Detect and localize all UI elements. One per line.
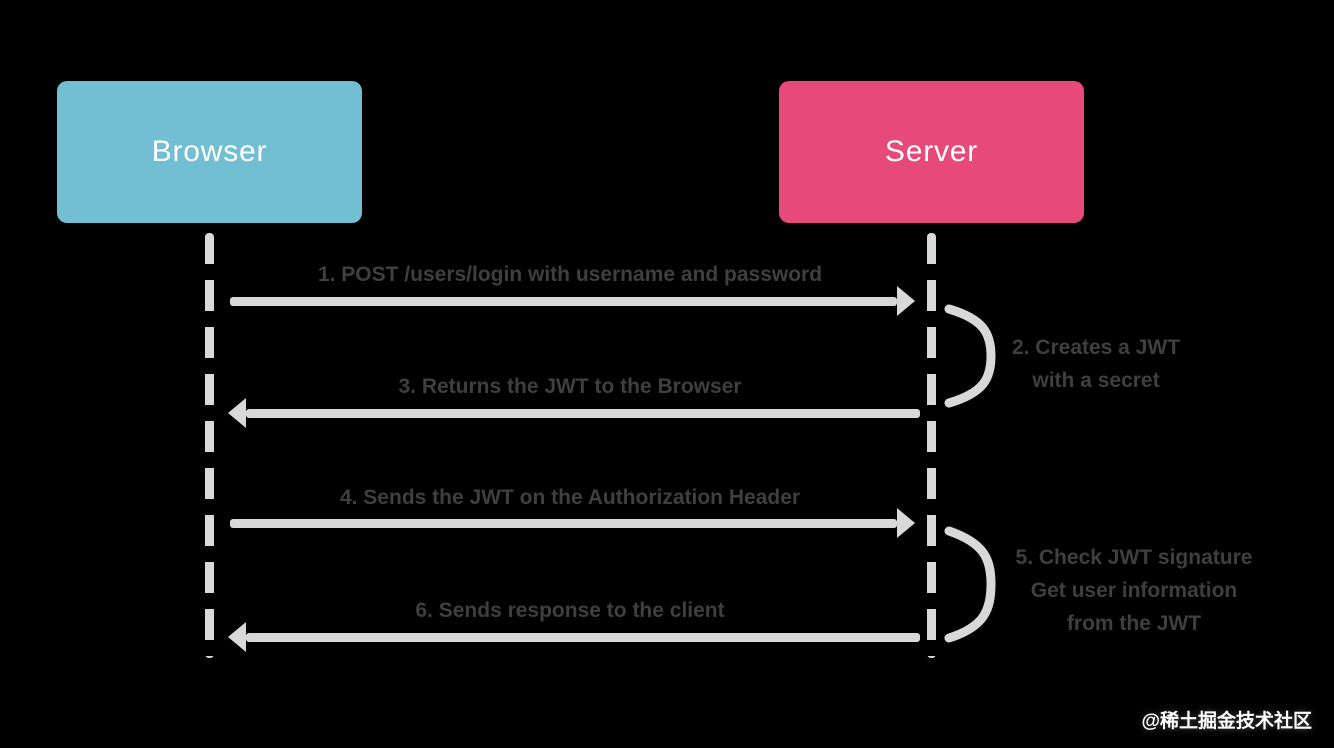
arrowhead-left-icon — [228, 622, 246, 652]
actor-browser-label: Browser — [151, 135, 268, 168]
juejin-watermark: @稀土掘金技术社区 — [1141, 711, 1312, 732]
note-line: 2. Creates a JWT — [1011, 336, 1181, 359]
actor-server-label: Server — [884, 135, 979, 168]
server-note-step2: 2. Creates a JWT with a secret — [985, 331, 1207, 397]
curly-brace-icon — [944, 526, 996, 643]
server-lifeline — [927, 233, 936, 658]
message-label-step6: 6. Sends response to the client — [415, 599, 725, 622]
arrowhead-right-icon — [897, 286, 915, 316]
arrowhead-left-icon — [228, 398, 246, 428]
actor-browser-box: Browser — [57, 81, 362, 223]
server-note-step5: 5. Check JWT signature Get user informat… — [990, 541, 1278, 640]
message-label-step3: 3. Returns the JWT to the Browser — [398, 375, 742, 398]
note-line: Get user information — [1030, 579, 1238, 602]
message-label-step4: 4. Sends the JWT on the Authorization He… — [339, 486, 801, 509]
note-line: 5. Check JWT signature — [1015, 546, 1253, 569]
message-arrow-step1 — [230, 297, 897, 306]
message-arrow-step4 — [230, 519, 897, 528]
note-line: from the JWT — [1066, 612, 1202, 635]
note-line: with a secret — [1032, 369, 1160, 392]
message-arrow-step3 — [246, 409, 920, 418]
browser-lifeline — [205, 233, 214, 658]
actor-server-box: Server — [779, 81, 1084, 223]
arrowhead-right-icon — [897, 508, 915, 538]
message-label-step1: 1. POST /users/login with username and p… — [317, 263, 823, 286]
message-arrow-step6 — [246, 633, 920, 642]
